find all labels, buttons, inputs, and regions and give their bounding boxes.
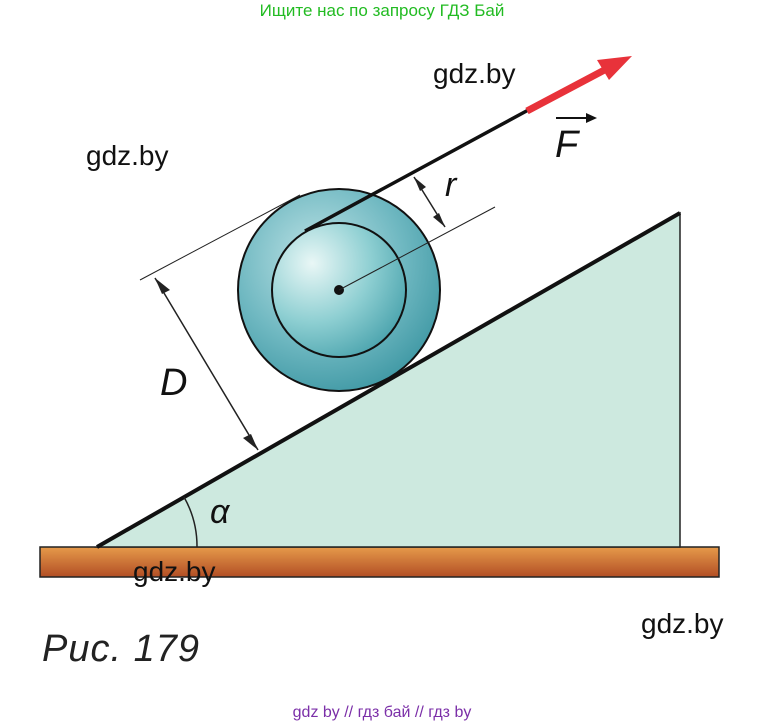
angle-label: α (210, 493, 231, 531)
dimension-line-d (154, 277, 259, 451)
incline-surface (96, 211, 681, 549)
force-arrow-shaft (525, 62, 614, 115)
watermark: gdz.by (433, 58, 516, 89)
watermark: gdz.by (133, 556, 216, 587)
watermark: gdz.by (641, 608, 724, 639)
force-label: F (555, 124, 580, 166)
angle-arc (183, 496, 198, 548)
dimension-extension-top (139, 194, 301, 281)
radius-label: r (445, 166, 458, 204)
dimension-arrow-d-top (155, 278, 170, 294)
radius-guide-line (338, 206, 496, 291)
dimension-arrow-d-bottom (243, 434, 258, 450)
footer-links[interactable]: gdz by // гдз бай // гдз by (292, 704, 472, 721)
force-vector-bar-head (586, 113, 597, 123)
figure-caption: Рис. 179 (42, 628, 200, 670)
top-banner[interactable]: Ищите нас по запросу ГДЗ Бай (259, 1, 505, 20)
rope-line (304, 106, 533, 233)
dimension-arrow-r-bottom (433, 213, 445, 227)
diameter-label: D (160, 362, 187, 404)
watermark: gdz.by (86, 140, 169, 171)
force-arrow-head (597, 56, 632, 80)
dimension-arrow-r-top (414, 177, 426, 191)
